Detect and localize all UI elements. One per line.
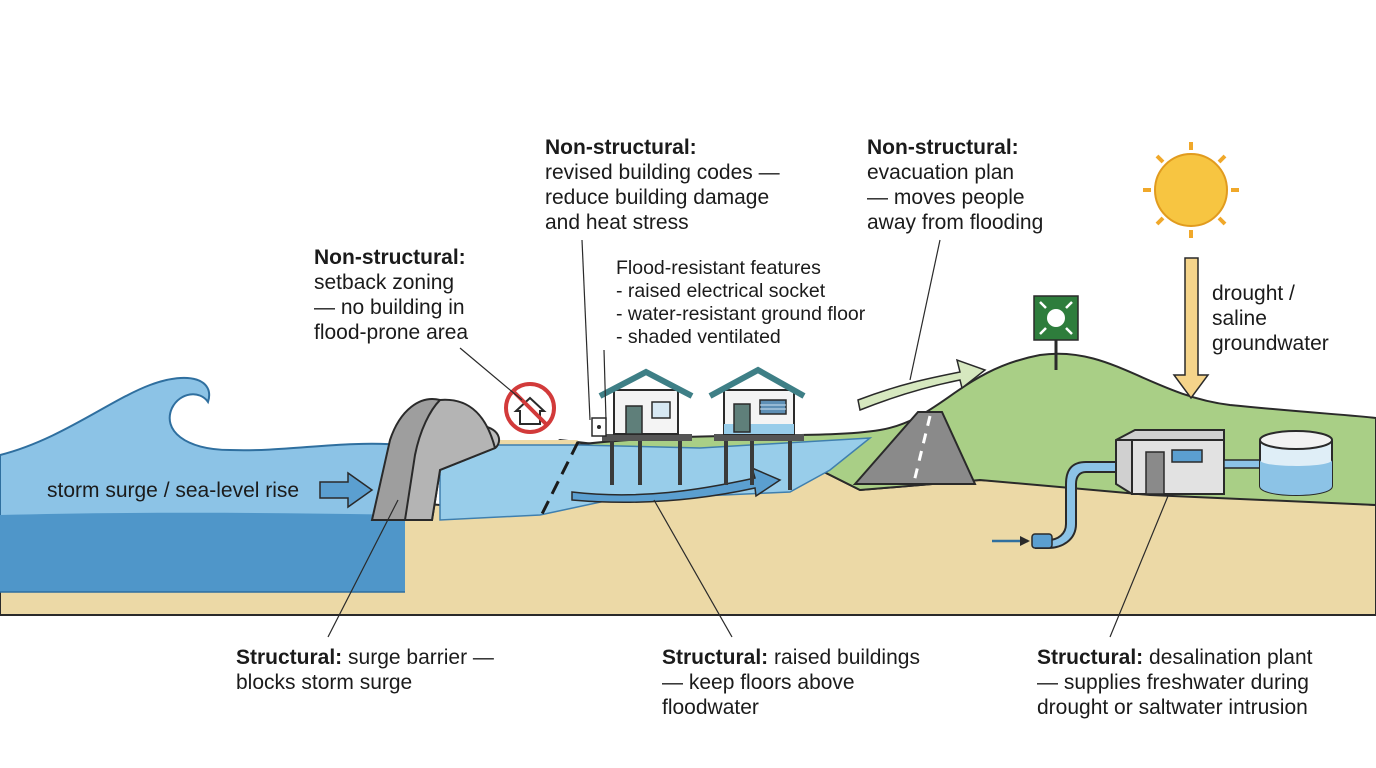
setback-line-2: — no building in [314, 296, 465, 319]
evacuation-heading: Non-structural: [867, 136, 1019, 159]
raised-buildings-label: Structural: raised buildings — keep floo… [662, 645, 920, 720]
drought-label: drought / saline groundwater [1212, 281, 1329, 356]
leader-lines [327, 239, 1169, 638]
features-item-3: - shaded ventilated [616, 326, 781, 348]
storm-surge-label: storm surge / sea-level rise [47, 478, 299, 503]
raised-line-3: floodwater [662, 696, 759, 719]
codes-heading: Non-structural: [545, 136, 697, 159]
sun-icon [1143, 142, 1239, 238]
evacuation-line-2: — moves people [867, 186, 1025, 209]
evacuation-plan-label: Non-structural: evacuation plan — moves … [867, 135, 1043, 235]
building-codes-label: Non-structural: revised building codes —… [545, 135, 780, 235]
solar-panel-icon [759, 399, 787, 415]
wave-icon [0, 376, 406, 521]
desal-heading: Structural: [1037, 646, 1144, 669]
evacuation-line-1: evacuation plan [867, 161, 1015, 184]
barrier-line-1: surge barrier — [348, 646, 494, 669]
evacuation-road [852, 411, 977, 485]
features-title: Flood-resistant features [616, 257, 821, 279]
setback-line [538, 441, 580, 519]
evacuation-sign-icon [1033, 295, 1079, 370]
drought-line-2: saline [1212, 307, 1267, 330]
drought-arrow [1172, 257, 1210, 400]
storm-surge-arrow [319, 471, 374, 509]
codes-line-2: reduce building damage [545, 186, 770, 209]
surge-barrier [370, 398, 501, 521]
no-building-icon [504, 382, 556, 434]
sea [0, 376, 406, 593]
desalination-plant-label: Structural: desalination plant — supplie… [1037, 645, 1313, 720]
raised-heading: Structural: [662, 646, 769, 669]
drought-line-1: drought / [1212, 282, 1295, 305]
flood-resistant-features-label: Flood-resistant features - raised electr… [616, 257, 865, 349]
surge-barrier-label: Structural: surge barrier — blocks storm… [236, 645, 494, 695]
water-tank-icon [1259, 430, 1333, 496]
features-item-2: - water-resistant ground floor [616, 303, 866, 325]
desal-line-2: — supplies freshwater during [1037, 671, 1309, 694]
desal-line-3: drought or saltwater intrusion [1037, 696, 1308, 719]
raised-line-2: — keep floors above [662, 671, 855, 694]
desalination-plant [992, 429, 1261, 549]
evacuation-line-3: away from flooding [867, 211, 1044, 234]
setback-line-3: flood-prone area [314, 321, 469, 344]
codes-line-1: revised building codes — [545, 161, 780, 184]
flood-flow-arrow [571, 466, 782, 504]
electrical-socket-icon [591, 417, 607, 437]
evacuation-arrow [857, 358, 987, 412]
codes-line-3: and heat stress [545, 211, 689, 234]
setback-heading: Non-structural: [314, 246, 466, 269]
setback-line-1: setback zoning [314, 271, 455, 294]
drought-line-3: groundwater [1212, 332, 1329, 355]
features-item-1: - raised electrical socket [616, 280, 826, 302]
raised-building-left [598, 368, 694, 485]
barrier-heading: Structural: [236, 646, 343, 669]
setback-zoning-label: Non-structural: setback zoning — no buil… [314, 245, 468, 345]
barrier-line-2: blocks storm surge [236, 671, 413, 694]
raised-line-1: raised buildings [774, 646, 920, 669]
desal-line-1: desalination plant [1149, 646, 1313, 669]
raised-building-right [708, 366, 806, 490]
storm-surge-text: storm surge / sea-level rise [47, 479, 300, 502]
